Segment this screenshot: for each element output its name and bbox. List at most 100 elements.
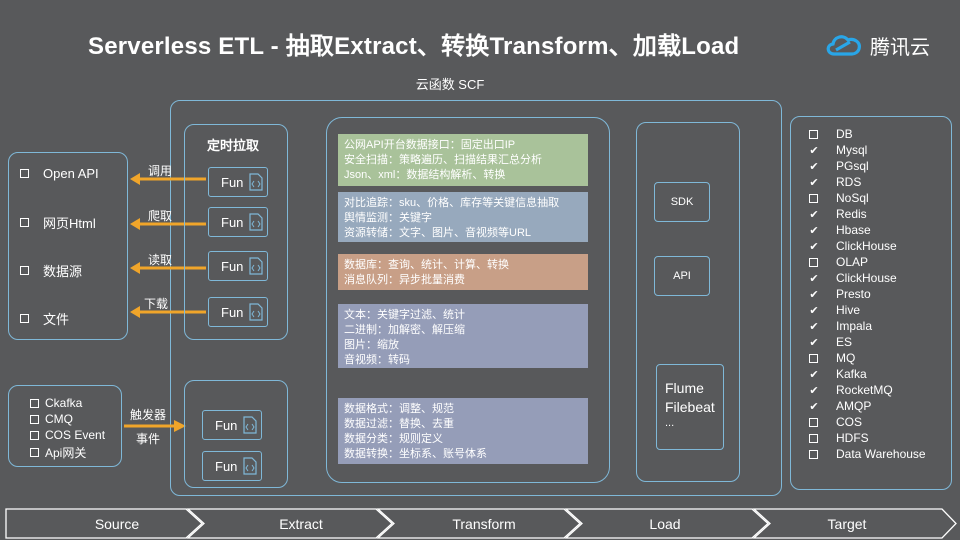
checkmark-icon: ✔ — [809, 336, 819, 349]
load-box — [636, 122, 740, 482]
target-label: COS — [836, 415, 863, 429]
target-item: ✔ Redis — [808, 207, 867, 221]
checkbox-icon — [809, 257, 818, 267]
arrow-label-crawl: 爬取 — [148, 209, 173, 223]
arrow-label-read: 读取 — [148, 253, 173, 267]
checkmark-icon: ✔ — [809, 160, 819, 173]
load-api: API — [654, 256, 710, 296]
target-item: ✔ PGsql — [808, 159, 869, 173]
trigger-arrow — [124, 420, 186, 432]
tencent-cloud-logo-icon — [826, 35, 861, 56]
trigger-item: COS Event — [30, 428, 105, 442]
target-label: RocketMQ — [836, 383, 893, 397]
transform-block-api: 公网API开台数据接口：固定出口IP 安全扫描：策略遍历、扫描结果汇总分析 Js… — [338, 134, 588, 186]
target-item: ✔ Mysql — [808, 143, 867, 157]
load-tools: Flume Filebeat ... — [656, 364, 724, 450]
target-label: AMQP — [836, 399, 872, 413]
function-block: Fun — [208, 297, 268, 327]
load-tool-filebeat: Filebeat — [665, 399, 715, 415]
function-block: Fun — [208, 251, 268, 281]
target-item: Data Warehouse — [808, 447, 926, 461]
source-label: 网页Html — [43, 216, 96, 231]
checkmark-icon: ✔ — [809, 240, 819, 253]
code-file-icon — [249, 213, 264, 231]
source-item-datasource: 数据源 — [20, 261, 82, 280]
code-file-icon — [249, 303, 264, 321]
checkmark-icon: ✔ — [809, 224, 819, 237]
scheduled-pull-title: 定时拉取 — [207, 138, 260, 153]
checkbox-icon — [30, 398, 39, 408]
function-block: Fun — [202, 451, 262, 481]
checkbox-icon — [809, 449, 818, 459]
target-label: Impala — [836, 319, 873, 333]
target-label: PGsql — [836, 159, 869, 173]
triggered-function-box — [184, 380, 288, 488]
target-label: RDS — [836, 175, 862, 189]
checkbox-icon — [809, 193, 818, 203]
target-box — [790, 116, 952, 490]
target-label: ES — [836, 335, 853, 349]
checkmark-icon: ✔ — [809, 384, 819, 397]
checkmark-icon: ✔ — [809, 208, 819, 221]
source-item-open-api: Open API — [20, 166, 99, 181]
stage-bar — [5, 508, 957, 539]
brand: 腾讯云 — [824, 30, 930, 60]
target-label: HDFS — [836, 431, 869, 445]
checkbox-icon — [30, 448, 39, 457]
function-block: Fun — [208, 207, 268, 237]
target-item: NoSql — [808, 191, 869, 205]
code-file-icon — [243, 457, 258, 475]
checkmark-icon: ✔ — [809, 288, 819, 301]
target-label: OLAP — [836, 255, 869, 269]
transform-block-general: 数据格式：调整、规范 数据过滤：替换、去重 数据分类：规则定义 数据转换：坐标系… — [338, 398, 588, 464]
stage-load: Load — [649, 515, 681, 532]
source-item-file: 文件 — [20, 309, 69, 328]
source-box — [8, 152, 128, 340]
checkmark-icon: ✔ — [809, 400, 819, 413]
checkbox-icon — [809, 417, 818, 427]
target-item: ✔ClickHouse — [808, 271, 896, 285]
scheduled-pull-box — [184, 124, 288, 340]
code-file-icon — [249, 173, 264, 191]
target-label: DB — [836, 127, 853, 141]
checkbox-icon — [30, 430, 39, 440]
checkmark-icon: ✔ — [809, 368, 819, 381]
transform-block-file: 文本：关键字过滤、统计 二进制：加解密、解压缩 图片：缩放 音视频：转码 — [338, 304, 588, 368]
target-item: ✔Hive — [808, 303, 860, 317]
target-item: ✔ Kafka — [808, 367, 867, 381]
checkbox-icon — [809, 353, 818, 363]
target-label: Redis — [836, 207, 867, 221]
load-sdk: SDK — [654, 182, 710, 222]
scf-label: 云函数 SCF — [415, 77, 485, 92]
target-label: ClickHouse — [836, 239, 897, 253]
source-label: Open API — [43, 166, 99, 181]
brand-name: 腾讯云 — [870, 36, 930, 59]
target-item: OLAP — [808, 255, 868, 269]
trigger-item: CMQ — [30, 412, 73, 426]
stage-transform: Transform — [452, 515, 516, 532]
target-label: Mysql — [836, 143, 868, 157]
target-item: DB — [808, 127, 853, 141]
load-tool-more: ... — [665, 417, 675, 429]
checkbox-icon — [809, 433, 818, 443]
stage-extract: Extract — [279, 515, 323, 532]
target-label: Kafka — [836, 367, 867, 381]
target-label: Presto — [836, 287, 871, 301]
function-block: Fun — [202, 410, 262, 440]
checkmark-icon: ✔ — [809, 320, 819, 333]
checkbox-icon — [20, 169, 29, 178]
trigger-item: Api网关 — [30, 444, 86, 461]
transform-block-database: 数据库：查询、统计、计算、转换 消息队列：异步批量消费 — [338, 254, 588, 290]
checkmark-icon: ✔ — [809, 144, 819, 157]
arrow-label-download: 下载 — [144, 297, 169, 311]
target-item: ✔ AMQP — [808, 399, 871, 413]
target-label: Data Warehouse — [836, 447, 926, 461]
target-item: COS — [808, 415, 862, 429]
target-label: MQ — [836, 351, 856, 365]
trigger-arrow-label-event: 事件 — [136, 432, 161, 446]
stage-source: Source — [94, 515, 140, 532]
target-item: ✔ Presto — [808, 287, 871, 301]
checkbox-icon — [809, 129, 818, 139]
transform-block-crawl: 对比追踪：sku、价格、库存等关键信息抽取 舆情监测：关键字 资源转储：文字、图… — [338, 192, 588, 242]
transform-box — [326, 117, 610, 483]
